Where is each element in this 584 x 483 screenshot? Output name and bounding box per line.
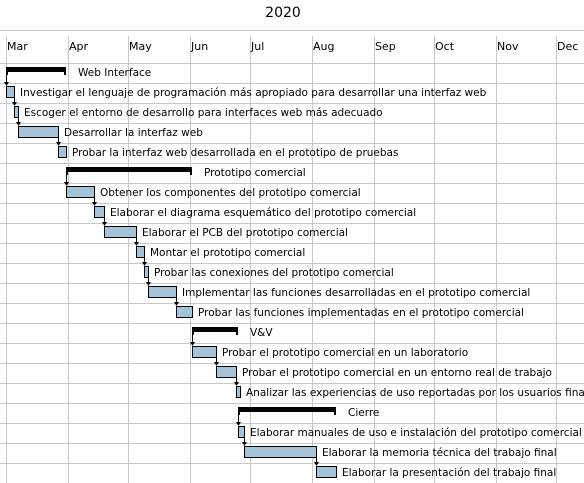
group-bar-right-cap bbox=[236, 327, 238, 335]
group-bar-left-cap bbox=[6, 67, 8, 75]
task-bar bbox=[66, 186, 95, 198]
month-label: Jun bbox=[190, 40, 208, 53]
month-label: Aug bbox=[313, 40, 334, 53]
group-bar-right-cap bbox=[64, 67, 66, 75]
task-label: Implementar las funciones desarrolladas … bbox=[182, 287, 530, 299]
task-bar bbox=[216, 366, 237, 378]
task-bar bbox=[58, 146, 67, 158]
group-bar bbox=[6, 67, 66, 72]
dependency-arrow bbox=[56, 142, 61, 146]
task-bar bbox=[104, 226, 137, 238]
dependency-arrow bbox=[214, 362, 219, 366]
dependency-arrow bbox=[142, 262, 147, 266]
task-label: Elaborar manuales de uso e instalación d… bbox=[250, 427, 582, 439]
group-label: Web Interface bbox=[78, 67, 151, 79]
month-label: Nov bbox=[497, 40, 519, 53]
task-bar bbox=[144, 266, 149, 278]
task-label: Probar las funciones implementadas en el… bbox=[198, 307, 524, 319]
task-label: Elaborar la presentación del trabajo fin… bbox=[342, 467, 556, 479]
task-label: Investigar el lenguaje de programación m… bbox=[20, 87, 487, 99]
month-label: Apr bbox=[69, 40, 89, 53]
task-label: Montar el prototipo comercial bbox=[150, 247, 305, 259]
group-bar bbox=[238, 407, 336, 412]
task-bar bbox=[316, 466, 337, 478]
task-label: Obtener los componentes del prototipo co… bbox=[100, 187, 361, 199]
group-bar-right-cap bbox=[190, 167, 192, 175]
dependency-arrow bbox=[12, 102, 17, 106]
dependency-arrow bbox=[190, 342, 195, 346]
task-bar bbox=[18, 126, 59, 138]
year-label: 2020 bbox=[265, 5, 301, 21]
task-bar bbox=[148, 286, 177, 298]
task-bar bbox=[6, 86, 15, 98]
task-label: Probar las conexiones del prototipo come… bbox=[154, 267, 394, 279]
task-label: Analizar las experiencias de uso reporta… bbox=[246, 387, 584, 399]
task-bar bbox=[238, 426, 245, 438]
task-label: Probar el prototipo comercial en un labo… bbox=[222, 347, 468, 359]
task-label: Probar la interfaz web desarrollada en e… bbox=[72, 147, 398, 159]
task-label: Elaborar el diagrama esquemático del pro… bbox=[110, 207, 416, 219]
group-label: V&V bbox=[250, 327, 273, 339]
task-bar bbox=[244, 446, 317, 458]
task-bar bbox=[236, 386, 241, 398]
group-bar bbox=[192, 327, 238, 332]
grid bbox=[0, 36, 584, 483]
month-label: May bbox=[129, 40, 152, 53]
group-label: Prototipo comercial bbox=[204, 167, 306, 179]
task-label: Elaborar el PCB del prototipo comercial bbox=[142, 227, 348, 239]
dependency-arrow bbox=[102, 222, 107, 226]
task-bar bbox=[176, 306, 193, 318]
group-bar-left-cap bbox=[192, 327, 194, 335]
month-label: Sep bbox=[375, 40, 396, 53]
month-label: Jul bbox=[250, 40, 264, 53]
group-bar-left-cap bbox=[66, 167, 68, 175]
dependency-arrow bbox=[16, 122, 21, 126]
month-label: Dec bbox=[557, 40, 578, 53]
dependency-arrow bbox=[92, 202, 97, 206]
dependency-arrow bbox=[134, 242, 139, 246]
group-bar-right-cap bbox=[334, 407, 336, 415]
dependency-arrow bbox=[314, 462, 319, 466]
task-bar bbox=[192, 346, 217, 358]
dependency-arrow bbox=[242, 442, 247, 446]
dependency-arrow bbox=[146, 282, 151, 286]
task-label: Probar el prototipo comercial en un ento… bbox=[242, 367, 552, 379]
month-axis: Mar Apr May Jun Jul Aug Sep Oct Nov Dec bbox=[7, 40, 578, 53]
group-bar-left-cap bbox=[238, 407, 240, 415]
dependency-arrow bbox=[64, 182, 69, 186]
month-label: Mar bbox=[7, 40, 28, 53]
task-label: Elaborar la memoria técnica del trabajo … bbox=[322, 447, 557, 459]
group-label: Cierre bbox=[348, 407, 379, 419]
task-label: Desarrollar la interfaz web bbox=[64, 127, 203, 139]
dependency-arrow bbox=[4, 82, 9, 86]
group-bar bbox=[66, 167, 192, 172]
month-label: Oct bbox=[435, 40, 455, 53]
dependency-arrow bbox=[174, 302, 179, 306]
task-label: Escoger el entorno de desarrollo para in… bbox=[24, 107, 383, 119]
task-bar bbox=[94, 206, 105, 218]
task-bar bbox=[14, 106, 19, 118]
dependency-arrow bbox=[236, 422, 241, 426]
dependency-arrow bbox=[234, 382, 239, 386]
task-bar bbox=[136, 246, 145, 258]
